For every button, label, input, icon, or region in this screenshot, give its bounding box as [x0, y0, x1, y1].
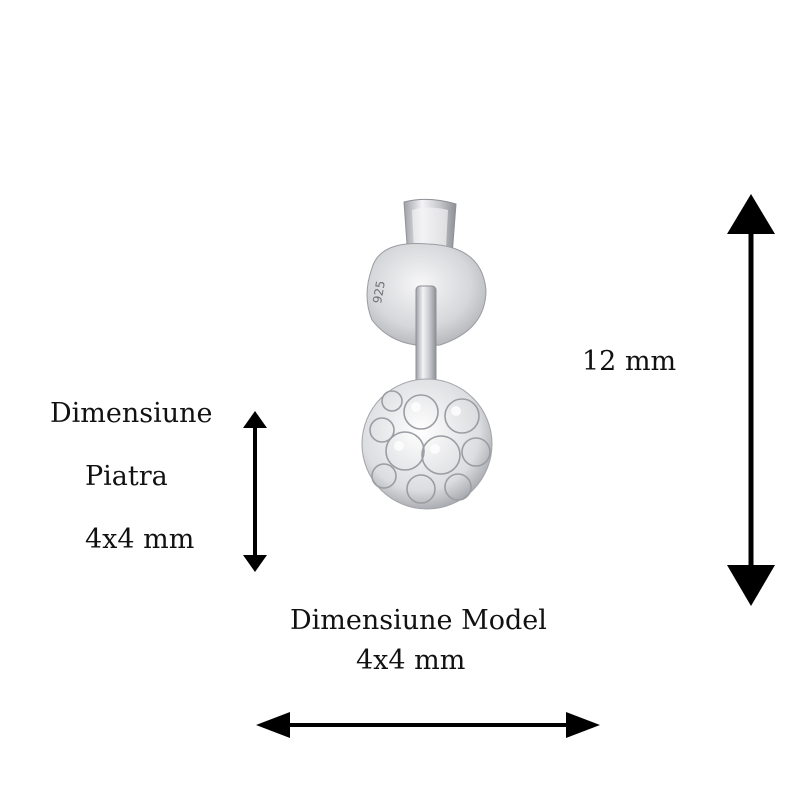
stone-size-value: 4x4 mm — [85, 524, 195, 555]
stone-dimension-label: Dimensiune — [50, 398, 213, 429]
height-value: 12 mm — [582, 346, 677, 377]
model-width-arrow — [256, 712, 600, 738]
silver-stamp: 925 — [370, 280, 388, 305]
stone-label: Piatra — [85, 461, 168, 492]
earring-image: 925 — [361, 198, 493, 510]
stone-size-arrow — [243, 411, 267, 572]
height-arrow — [727, 194, 775, 606]
model-dimension-label: Dimensiune Model — [290, 605, 547, 636]
model-size-value: 4x4 mm — [356, 645, 466, 676]
